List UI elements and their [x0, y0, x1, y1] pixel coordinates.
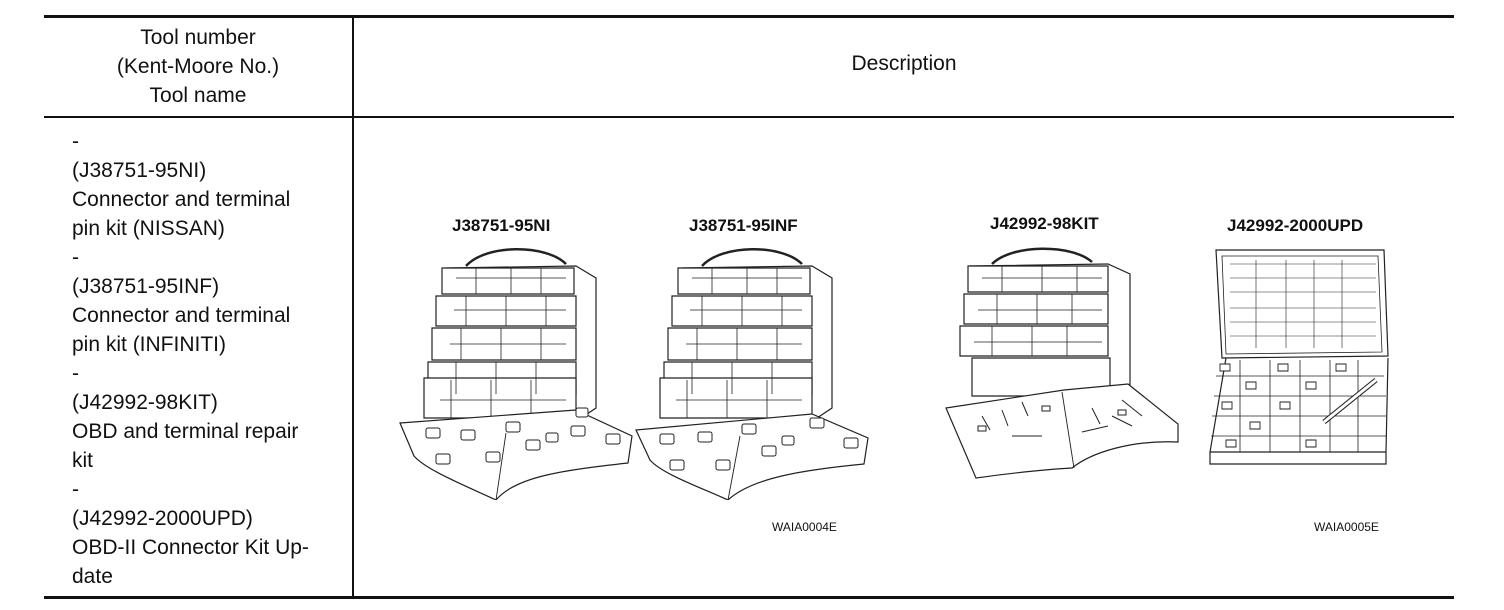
figure-label-nissan-kit: J38751-95NI [452, 216, 551, 235]
obd2-connector-case-illustration [1206, 246, 1398, 468]
tool-column-header: Tool number (Kent-Moore No.) Tool name [44, 23, 352, 110]
tool-3-number: - [72, 362, 79, 385]
special-tools-table: Tool number (Kent-Moore No.) Tool name D… [44, 15, 1454, 599]
tool-1-name-line-1: Connector and terminal [72, 188, 291, 211]
tool-3-name-line-2: kit [72, 449, 93, 472]
table-top-rule [44, 15, 1454, 18]
figure-code-left: WAIA0004E [772, 520, 837, 534]
tool-3-kent-moore: (J42992-98KIT) [72, 391, 218, 414]
tool-2-kent-moore: (J38751-95INF) [72, 275, 220, 298]
tool-1-kent-moore: (J38751-95NI) [72, 159, 207, 182]
drawer-case-nissan-illustration [396, 238, 638, 500]
table-bottom-rule [44, 596, 1454, 599]
header-line-kent-moore: (Kent-Moore No.) [116, 55, 280, 78]
obd-repair-kit-illustration [942, 240, 1182, 482]
tool-2-name-line-2: pin kit (INFINITI) [72, 333, 227, 356]
tool-1-name-line-2: pin kit (NISSAN) [72, 217, 225, 240]
tool-2-number: - [72, 246, 79, 269]
tool-4-name-line-2: date [72, 565, 113, 588]
tool-4-number: - [72, 478, 79, 501]
header-line-tool-name: Tool name [149, 84, 247, 107]
tool-2-name-line-1: Connector and terminal [72, 304, 291, 327]
drawer-case-infiniti-illustration [632, 238, 874, 500]
tool-4-name-line-1: OBD-II Connector Kit Up- [72, 536, 309, 559]
header-divider [44, 116, 1454, 118]
tool-list: - (J38751-95NI) Connector and terminal p… [72, 127, 342, 591]
tool-4-kent-moore: (J42992-2000UPD) [72, 507, 253, 530]
tool-1-number: - [72, 130, 79, 153]
description-column-header: Description [851, 52, 957, 75]
figure-code-right: WAIA0005E [1314, 520, 1379, 534]
figure-label-obd-kit: J42992-98KIT [990, 214, 1099, 233]
column-divider [352, 15, 354, 599]
figure-label-infiniti-kit: J38751-95INF [689, 216, 798, 235]
figure-label-obd2-update: J42992-2000UPD [1227, 216, 1364, 235]
header-line-tool-number: Tool number [140, 26, 256, 49]
tool-3-name-line-1: OBD and terminal repair [72, 420, 299, 443]
